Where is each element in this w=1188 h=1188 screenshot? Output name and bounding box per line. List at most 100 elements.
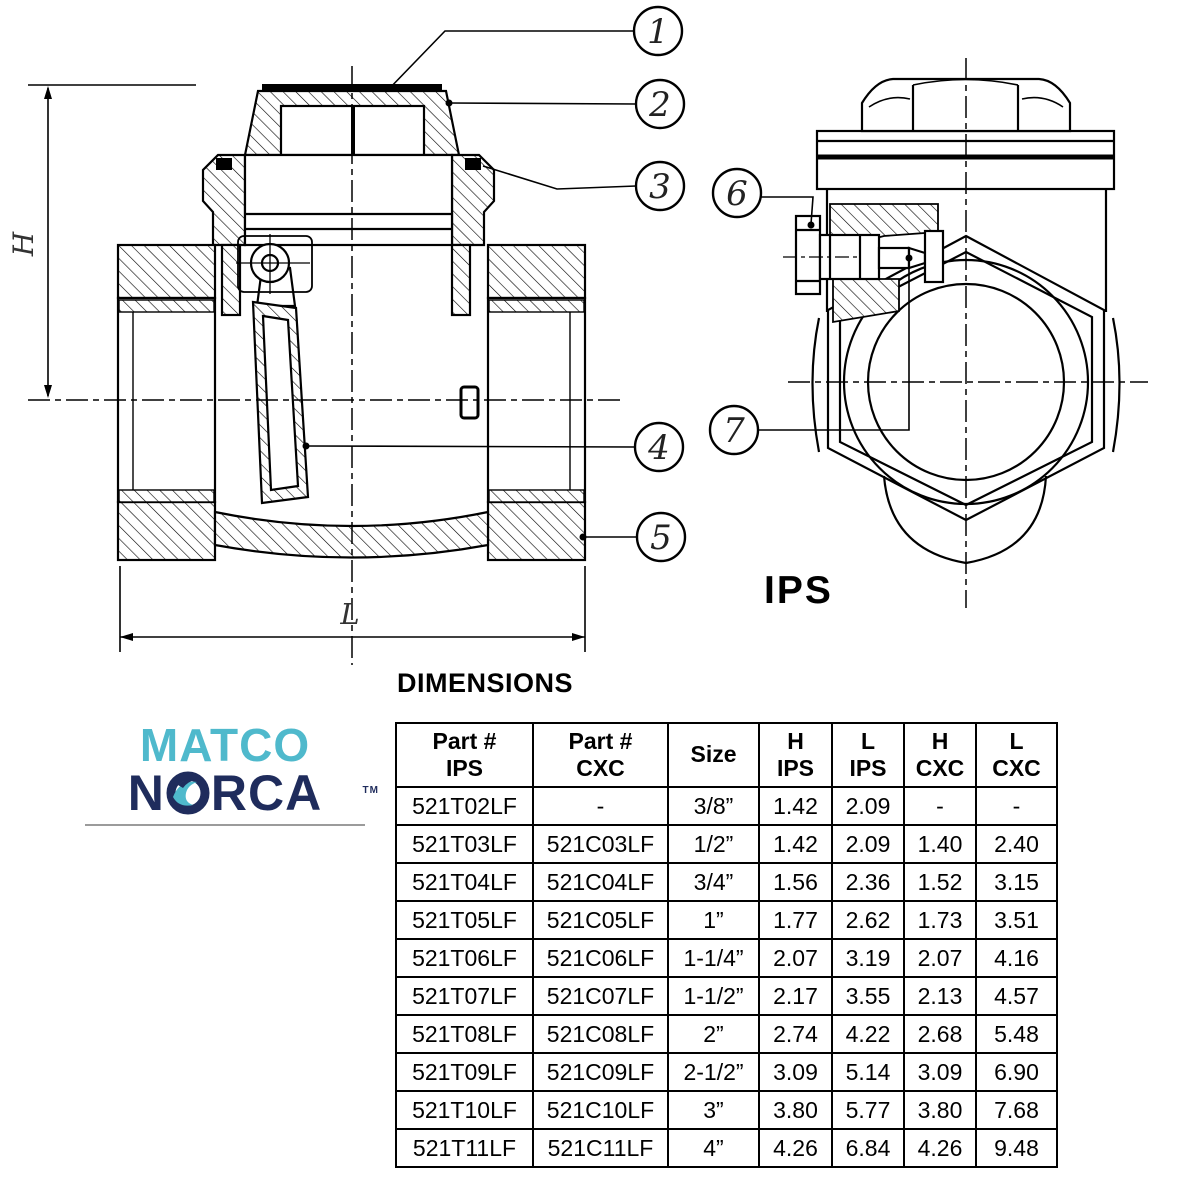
column-header: L CXC xyxy=(975,722,1058,788)
right-hub-top xyxy=(486,243,587,300)
table-cell: 1-1/4” xyxy=(667,938,760,978)
table-cell: 3/4” xyxy=(667,862,760,902)
table-cell: 521T06LF xyxy=(395,938,534,978)
column-header: H CXC xyxy=(903,722,977,788)
table-cell: 521T02LF xyxy=(395,786,534,826)
svg-text:3: 3 xyxy=(649,167,671,207)
table-cell: 4.26 xyxy=(903,1128,977,1168)
table-cell: 2.74 xyxy=(758,1014,833,1054)
callout-balloons: 1 2 3 4 5 6 7 xyxy=(632,5,763,563)
svg-text:1: 1 xyxy=(647,12,669,52)
table-cell: 5.14 xyxy=(831,1052,905,1092)
table-cell: 1.40 xyxy=(903,824,977,864)
hinge-bracket xyxy=(237,235,313,293)
table-cell: 1.52 xyxy=(903,862,977,902)
logo-norca-rca: RCA xyxy=(210,765,323,821)
end-view-label: IPS xyxy=(764,569,833,612)
table-cell: 521C10LF xyxy=(532,1090,669,1130)
table-cell: 4.16 xyxy=(975,938,1058,978)
table-cell: 2.40 xyxy=(975,824,1058,864)
table-cell: 521C08LF xyxy=(532,1014,669,1054)
table-cell: 2.09 xyxy=(831,824,905,864)
table-cell: 4.57 xyxy=(975,976,1058,1016)
right-hub-bottom xyxy=(486,500,587,562)
table-cell: 1/2” xyxy=(667,824,760,864)
table-cell: 2.36 xyxy=(831,862,905,902)
callout-7: 7 xyxy=(708,404,760,456)
table-cell: - xyxy=(975,786,1058,826)
table-cell: 3/8” xyxy=(667,786,760,826)
callout-2: 2 xyxy=(634,78,686,130)
table-cell: 3.15 xyxy=(975,862,1058,902)
svg-text:2: 2 xyxy=(648,85,671,125)
table-cell: 3.51 xyxy=(975,900,1058,940)
table-cell: 3.19 xyxy=(831,938,905,978)
table-cell: - xyxy=(903,786,977,826)
logo-trademark: TM xyxy=(362,785,379,796)
table-cell: 4.26 xyxy=(758,1128,833,1168)
table-cell: 521C11LF xyxy=(532,1128,669,1168)
left-hub-top xyxy=(116,243,217,300)
svg-text:5: 5 xyxy=(650,518,672,558)
table-cell: 1.73 xyxy=(903,900,977,940)
logo-norca-text: N RCA TM xyxy=(85,765,378,821)
dimension-annotations: H L xyxy=(7,84,586,652)
table-cell: 1.42 xyxy=(758,824,833,864)
table-cell: 1.56 xyxy=(758,862,833,902)
seat-pin xyxy=(459,385,480,420)
table-cell: 3” xyxy=(667,1090,760,1130)
table-cell: 2.68 xyxy=(903,1014,977,1054)
swing-disc xyxy=(251,300,310,505)
table-cell: 5.48 xyxy=(975,1014,1058,1054)
table-cell: 2” xyxy=(667,1014,760,1054)
callout-leaders xyxy=(302,30,913,541)
table-cell: 521C04LF xyxy=(532,862,669,902)
logo-matco-text: MATCO xyxy=(139,719,311,771)
table-cell: 2.62 xyxy=(831,900,905,940)
table-cell: 4.22 xyxy=(831,1014,905,1054)
column-header: H IPS xyxy=(758,722,833,788)
table-cell: 9.48 xyxy=(975,1128,1058,1168)
matco-norca-logo: MATCO N RCA TM xyxy=(85,719,378,826)
table-cell: 7.68 xyxy=(975,1090,1058,1130)
table-cell: 521T09LF xyxy=(395,1052,534,1092)
table-cell: 6.90 xyxy=(975,1052,1058,1092)
seal-ring-right xyxy=(465,158,481,170)
logo-norca-n: N xyxy=(127,765,165,821)
table-cell: 3.80 xyxy=(903,1090,977,1130)
table-cell: 1.42 xyxy=(758,786,833,826)
table-cell: 4” xyxy=(667,1128,760,1168)
svg-text:6: 6 xyxy=(726,174,748,214)
callout-4: 4 xyxy=(633,421,685,473)
bonnet-body xyxy=(243,153,454,247)
table-cell: 521C05LF xyxy=(532,900,669,940)
column-header: Part # CXC xyxy=(532,722,669,788)
callout-5: 5 xyxy=(635,511,687,563)
table-cell: 521T11LF xyxy=(395,1128,534,1168)
table-cell: 1” xyxy=(667,900,760,940)
left-hub-bottom xyxy=(116,500,217,562)
table-cell: 521T08LF xyxy=(395,1014,534,1054)
table-cell: 521C03LF xyxy=(532,824,669,864)
table-cell: 521T10LF xyxy=(395,1090,534,1130)
table-cell: 2.13 xyxy=(903,976,977,1016)
table-cell: 3.09 xyxy=(903,1052,977,1092)
table-cell: 2.17 xyxy=(758,976,833,1016)
table-cell: 2.07 xyxy=(758,938,833,978)
table-cell: 6.84 xyxy=(831,1128,905,1168)
drain-plug-cap xyxy=(794,214,822,296)
table-cell: 2-1/2” xyxy=(667,1052,760,1092)
table-cell: 521T03LF xyxy=(395,824,534,864)
